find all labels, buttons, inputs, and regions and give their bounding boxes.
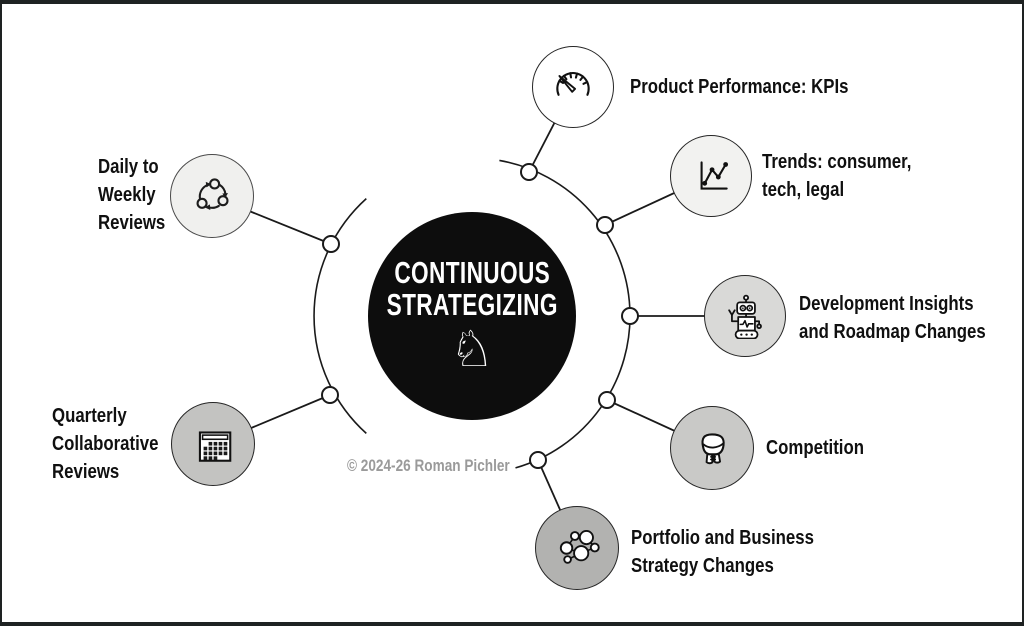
connector-dot — [598, 391, 616, 409]
node-portfolio-strategy — [535, 506, 619, 590]
robot-icon — [728, 294, 762, 339]
hub-title: CONTINUOUS STRATEGIZING — [386, 257, 557, 321]
node-label-daily-weekly-reviews: Daily to Weekly Reviews — [98, 153, 165, 237]
node-label-product-performance: Product Performance: KPIs — [630, 73, 848, 101]
node-product-performance — [532, 46, 614, 128]
label-line: Daily to — [98, 156, 159, 178]
hub-title-line-2: STRATEGIZING — [386, 287, 558, 322]
connector-dot — [321, 386, 339, 404]
node-label-competition: Competition — [766, 434, 864, 462]
node-competition — [670, 406, 754, 490]
node-label-portfolio-strategy: Portfolio and Business Strategy Changes — [631, 524, 814, 580]
node-label-quarterly-collaborative-reviews: Quarterly Collaborative Reviews — [52, 402, 158, 486]
boxing-glove-icon — [701, 433, 725, 465]
label-line: tech, legal — [762, 179, 845, 201]
connector-dot — [520, 163, 538, 181]
node-label-trends: Trends: consumer, tech, legal — [762, 148, 911, 204]
node-quarterly-collaborative-reviews — [171, 402, 255, 486]
label-line: Reviews — [98, 212, 166, 234]
label-line: Strategy Changes — [631, 555, 774, 577]
node-label-development-insights: Development Insights and Roadmap Changes — [799, 290, 986, 346]
label-line: Trends: consumer, — [762, 151, 912, 173]
label-line: Reviews — [52, 461, 120, 483]
node-development-insights — [704, 275, 786, 357]
connector-dot — [529, 451, 547, 469]
node-daily-weekly-reviews — [170, 154, 254, 238]
label-line: Collaborative — [52, 433, 159, 455]
label-line: Portfolio and Business — [631, 527, 814, 549]
connector-dots — [321, 163, 639, 469]
label-line: Product Performance: KPIs — [630, 76, 849, 98]
node-trends — [670, 135, 752, 217]
chess-knight-icon: ♘ — [449, 320, 495, 378]
molecule-icon — [559, 530, 600, 564]
connector-dot — [621, 307, 639, 325]
hub-title-line-1: CONTINUOUS — [394, 255, 550, 290]
calendar-icon — [198, 431, 232, 462]
connector-dot — [596, 216, 614, 234]
label-line: Development Insights — [799, 293, 974, 315]
left-arc — [313, 198, 367, 434]
central-hub: CONTINUOUS STRATEGIZING ♘ — [368, 212, 576, 420]
label-line: Quarterly — [52, 405, 127, 427]
label-line: Weekly — [98, 184, 156, 206]
label-line: Competition — [766, 437, 864, 459]
connector-dot — [322, 235, 340, 253]
gauge-icon — [556, 72, 590, 96]
label-line: and Roadmap Changes — [799, 321, 986, 343]
copyright-text: © 2024-26 Roman Pichler — [347, 456, 510, 475]
cycle-arrows-icon — [196, 178, 229, 211]
line-chart-icon — [700, 161, 729, 190]
